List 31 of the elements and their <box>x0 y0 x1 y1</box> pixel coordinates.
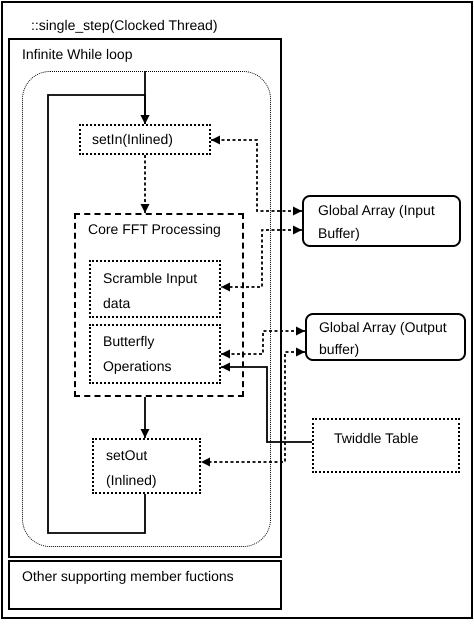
box-label: Global Array (Input Buffer) <box>317 201 436 243</box>
buffer-box <box>302 195 461 247</box>
thread-frame <box>1 1 473 619</box>
arrow <box>221 226 302 292</box>
table-box <box>312 418 460 473</box>
arrow <box>221 326 305 358</box>
arrow <box>140 155 150 213</box>
box-label: ::single_step(Clocked Thread) <box>30 16 218 35</box>
process-box <box>79 124 211 155</box>
box-label: Twiddle Table <box>333 429 419 448</box>
process-box <box>92 438 201 494</box>
box-label: Infinite While loop <box>21 45 133 64</box>
arrow <box>221 362 312 443</box>
loop-boundary <box>22 71 271 547</box>
process-box <box>89 260 221 318</box>
arrow <box>47 94 150 534</box>
box-label: Global Array (Output buffer) <box>318 318 448 359</box>
process-box <box>89 324 221 384</box>
box-label: Butterfly Operations <box>102 332 172 376</box>
buffer-box <box>305 313 466 361</box>
arrow <box>211 136 302 216</box>
arrow <box>140 397 150 438</box>
loop-frame <box>8 38 282 558</box>
arrow <box>201 348 305 466</box>
box-label: setIn(Inlined) <box>91 130 173 149</box>
box-label: setOut (Inlined) <box>105 446 158 490</box>
member-box <box>8 560 282 610</box>
process-group <box>74 213 244 397</box>
box-label: Scramble Input data <box>102 269 198 313</box>
box-label: Core FFT Processing <box>87 220 221 239</box>
box-label: Other supporting member fuctions <box>21 567 234 586</box>
